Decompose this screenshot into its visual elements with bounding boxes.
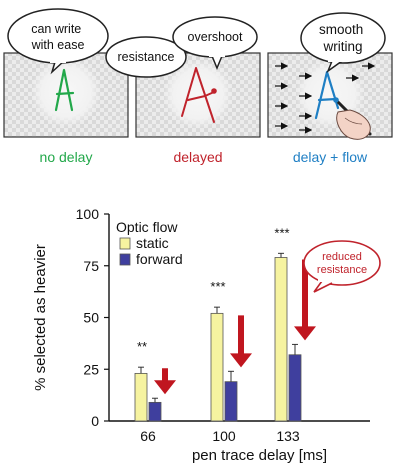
x-axis-title: pen trace delay [ms] (192, 447, 327, 464)
bubble-text-1-1: overshoot (188, 30, 243, 44)
bar-forward (288, 354, 302, 422)
y-tick-label: 75 (83, 258, 99, 274)
panel-delayed: resistance overshoot (105, 16, 261, 138)
y-tick-label: 0 (91, 413, 99, 429)
condition-label-no-delay: no delay (40, 149, 93, 165)
callout-text-line-1: reduced (322, 251, 362, 263)
reduction-arrow (154, 368, 176, 395)
y-tick-label: 25 (83, 361, 99, 377)
bar-chart: 0 25 50 75 100 % selected as heavier pen trace… (32, 206, 381, 464)
bar-static (210, 312, 224, 422)
y-axis-title: % selected as heavier (32, 244, 49, 391)
bubble-text-1-0: resistance (118, 50, 175, 64)
y-tick-label: 50 (83, 310, 99, 326)
letter-a-green (54, 68, 75, 112)
bar-forward (148, 401, 162, 422)
bubble-overshoot: overshoot (172, 16, 258, 70)
callout-text-line-2: resistance (317, 264, 367, 276)
bubble-resistance: resistance (105, 36, 187, 78)
hand-with-pen-icon (333, 97, 372, 140)
condition-label-delay-flow: delay + flow (293, 149, 368, 165)
bar-static (274, 257, 288, 422)
y-tick-label: 100 (76, 206, 100, 222)
panel-no-delay: can write with ease (3, 8, 129, 138)
callout-tail (313, 280, 333, 293)
legend-title: Optic flow (116, 219, 178, 235)
bubble-text-2-0: smooth writing (319, 22, 367, 54)
reduction-arrow (294, 259, 316, 341)
bar-static (134, 372, 148, 422)
callout-tail-mask (318, 277, 334, 282)
flow-arrows (275, 62, 376, 134)
legend-label-forward: forward (136, 251, 183, 267)
bubble-can-write: can write with ease (7, 8, 109, 75)
bubble-smooth-writing: smooth writing (300, 12, 386, 74)
legend-swatch-forward (119, 253, 131, 266)
bubble-text-0-0: can write with ease (31, 22, 85, 52)
bar-forward (224, 381, 238, 422)
callout-bubble (303, 240, 381, 286)
x-tick-label: 66 (140, 428, 156, 444)
letter-a-red (181, 67, 215, 123)
x-tick-label: 100 (212, 428, 236, 444)
significance-label: *** (210, 279, 225, 294)
x-tick-label: 133 (276, 428, 300, 444)
significance-label: ** (137, 339, 147, 354)
condition-label-delayed: delayed (173, 149, 222, 165)
legend-swatch-static (119, 237, 131, 250)
panel-delay-flow: smooth writing (267, 12, 393, 140)
reduction-arrow (230, 315, 252, 368)
legend-label-static: static (136, 235, 169, 251)
significance-label: *** (274, 225, 289, 240)
pen-tip-red (211, 88, 217, 94)
